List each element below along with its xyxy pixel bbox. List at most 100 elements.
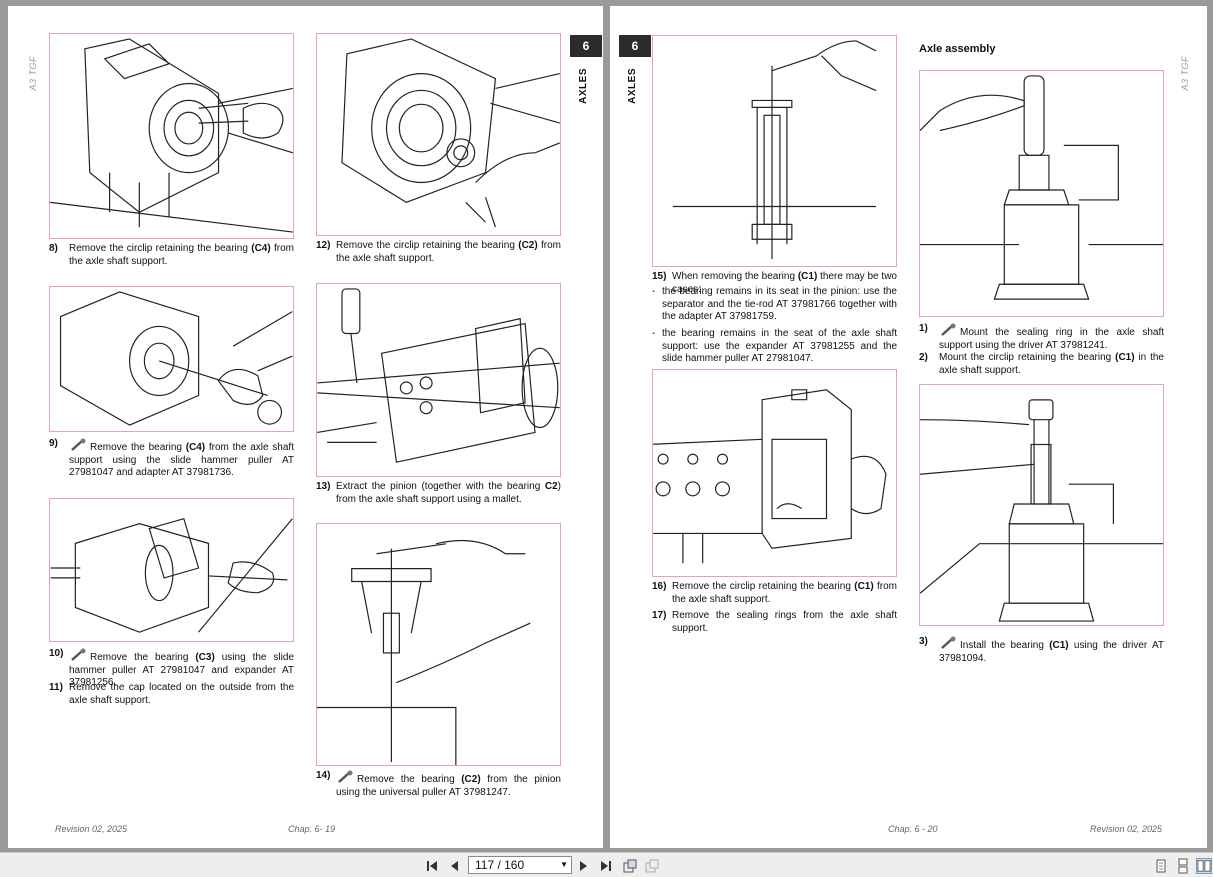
step-text: Remove the circlip retaining the bearing [672,581,855,592]
step-text: from the axle shaft support. [69,243,295,267]
figure-step-10 [49,498,294,642]
page-number-input[interactable]: 117 / 160 ▼ [468,856,572,874]
page-right: 6 AXLES A3 TGF 15) When removing the bea… [610,6,1207,848]
step-text: When removing the bearing [672,271,798,282]
chapter-title: AXLES [627,68,638,104]
figure-step-14 [316,523,561,766]
step-text: from the axle shaft support. [336,240,562,264]
figure-step-9 [49,286,294,432]
footer-revision: Revision 02, 2025 [55,824,128,834]
step-number: 3) [919,636,928,647]
bullet-marker: - [652,328,656,339]
step-text: using the driver AT 37981094. [939,640,1164,664]
figure-assembly-1 [919,70,1164,317]
step-number: 9) [49,438,58,449]
first-page-icon[interactable] [424,858,440,874]
model-label: A3 TGF [1180,56,1190,91]
last-page-icon[interactable] [598,858,614,874]
navigation-toolbar: 117 / 160 ▼ [0,852,1213,877]
wrench-icon [71,648,86,661]
step-text: from the pinion using the universal pull… [336,774,561,798]
bearing-ref: (C1) [854,581,874,592]
step-text: ) from the axle shaft support using a ma… [336,481,561,505]
assembly-step-2: 2) Mount the circlip retaining the beari… [919,352,1164,377]
step-12: 12) Remove the circlip retaining the bea… [316,240,561,265]
bullet-text: the bearing remains in the seat of the a… [662,328,897,364]
step-number: 13) [316,481,331,492]
bearing-ref: (C2) [518,240,538,251]
chapter-tab: 6 [619,35,651,57]
next-page-icon[interactable] [576,858,592,874]
bearing-ref: (C4) [251,243,271,254]
step-number: 1) [919,323,928,334]
assembly-step-3: 3) Install the bearing (C1) using the dr… [919,636,1164,665]
page-left: A3 TGF 6 AXLES 8) Remove the circlip ret… [8,6,603,848]
rotate-alt-icon[interactable] [644,858,660,874]
step-text: Mount the circlip retaining the bearing [939,352,1116,363]
chevron-down-icon[interactable]: ▼ [560,860,568,869]
step-text: Remove the bearing [357,774,462,785]
figure-step-15 [652,35,897,267]
step-text: Remove the circlip retaining the bearing [69,243,252,254]
footer-page-number: Chap. 6 - 20 [888,824,938,834]
bearing-ref: C2 [544,481,558,492]
page-indicator: 117 / 160 [475,858,525,872]
chapter-title: AXLES [578,68,589,104]
wrench-icon [338,770,353,783]
bearing-ref: (C1) [797,271,818,282]
continuous-view-icon[interactable] [1175,858,1191,874]
single-page-view-icon[interactable] [1153,858,1169,874]
step-text: Remove the bearing [90,442,186,453]
prev-page-icon[interactable] [446,858,462,874]
section-heading: Axle assembly [919,43,996,55]
rotate-icon[interactable] [622,858,638,874]
step-text: Remove the bearing [90,652,196,663]
wrench-icon [941,323,956,336]
step-14: 14) Remove the bearing (C2) from the pin… [316,770,561,799]
wrench-icon [941,636,956,649]
step-number: 15) [652,271,667,282]
figure-step-8 [49,33,294,239]
figure-step-16 [652,369,897,577]
bullet-case-1: - the bearing remains in its seat in the… [652,286,897,324]
step-number: 2) [919,352,928,363]
step-text: Extract the pinion (together with the be… [336,481,545,492]
bearing-ref: (C1) [1115,352,1135,363]
step-number: 16) [652,581,667,592]
figure-assembly-3 [919,384,1164,626]
step-9: 9) Remove the bearing (C4) from the axle… [49,438,294,480]
step-number: 12) [316,240,331,251]
step-17: 17) Remove the sealing rings from the ax… [652,610,897,635]
bearing-ref: (C4) [185,442,206,453]
step-text: from the axle shaft support. [672,581,898,605]
assembly-step-1: 1) Mount the sealing ring in the axle sh… [919,323,1164,352]
step-number: 11) [49,682,63,693]
step-text: there may be two cases: [672,271,897,295]
step-8: 8) Remove the circlip retaining the bear… [49,243,294,268]
step-text: Remove the cap located on the outside fr… [69,682,294,706]
model-label: A3 TGF [28,56,38,91]
step-number: 10) [49,648,64,659]
step-number: 8) [49,243,58,254]
step-number: 17) [652,610,667,621]
step-11: 11) Remove the cap located on the outsid… [49,682,294,707]
bullet-marker: - [652,286,656,297]
step-text: Remove the circlip retaining the bearing [336,240,519,251]
chapter-tab: 6 [570,35,602,57]
step-text: Mount the sealing ring in the axle shaft… [939,327,1164,351]
step-text: Install the bearing [960,640,1050,651]
step-text: in the axle shaft support. [939,352,1164,376]
step-16: 16) Remove the circlip retaining the bea… [652,581,897,606]
bearing-ref: (C2) [461,774,481,785]
bearing-ref: (C1) [1049,640,1069,651]
step-text: Remove the sealing rings from the axle s… [672,610,897,634]
two-page-view-icon[interactable] [1196,858,1212,874]
step-15: 15) When removing the bearing (C1) there… [652,271,897,296]
wrench-icon [71,438,86,451]
bearing-ref: (C3) [195,652,215,663]
step-13: 13) Extract the pinion (together with th… [316,481,561,506]
footer-page-number: Chap. 6- 19 [288,824,336,834]
step-text: using the slide hammer puller AT 2798104… [69,652,294,688]
document-viewer[interactable]: A3 TGF 6 AXLES 8) Remove the circlip ret… [0,0,1213,852]
step-text: from the axle shaft support using the sl… [69,442,294,478]
